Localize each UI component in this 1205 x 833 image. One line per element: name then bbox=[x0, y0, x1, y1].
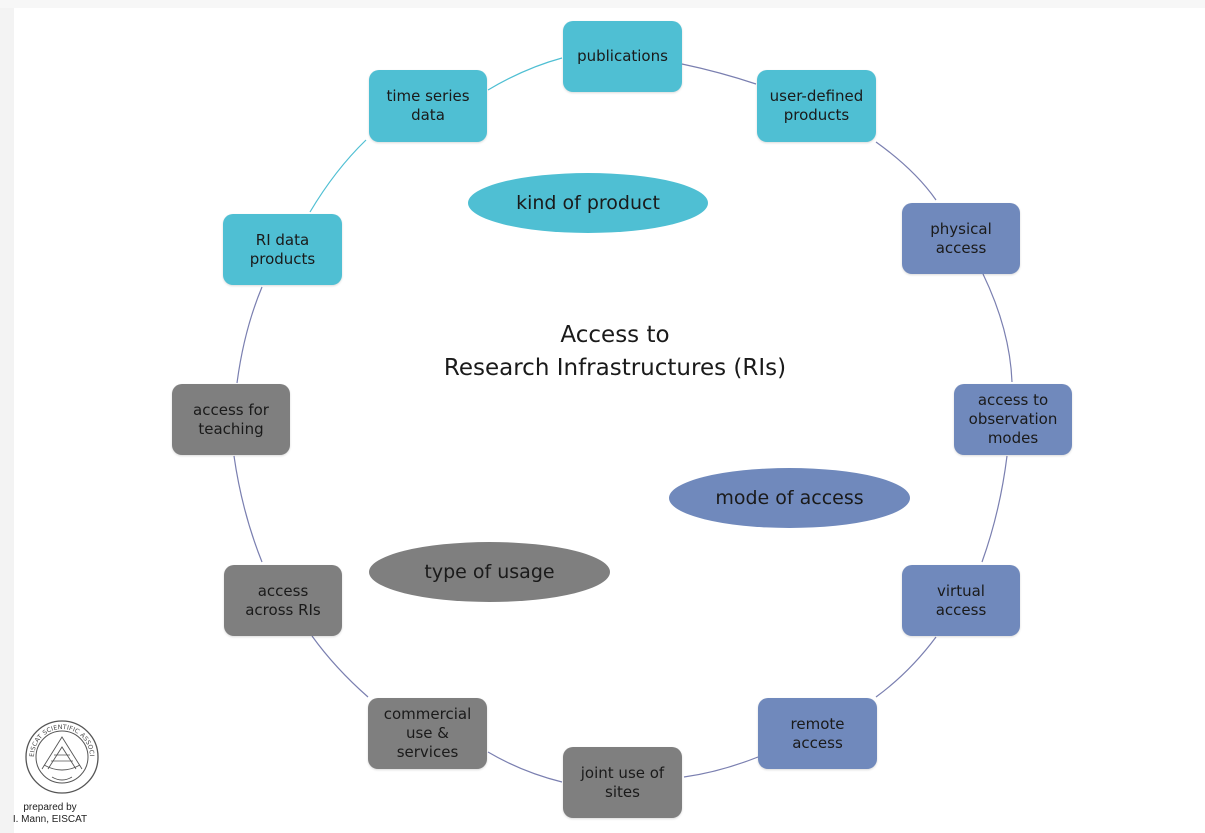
connector-virtual-remote bbox=[875, 636, 937, 698]
category-mode-of-access[interactable]: mode of access bbox=[669, 468, 910, 528]
node-time-series-data[interactable]: time series data bbox=[369, 70, 487, 142]
connector-remote-joint bbox=[683, 756, 759, 778]
node-virtual-access[interactable]: virtual access bbox=[902, 565, 1020, 636]
credit-line-2: I. Mann, EISCAT bbox=[12, 814, 88, 825]
diagram-title-line-2: Research Infrastructures (RIs) bbox=[443, 355, 787, 381]
node-access-for-teaching[interactable]: access for teaching bbox=[172, 384, 290, 455]
node-publications[interactable]: publications bbox=[563, 21, 682, 92]
node-joint-use-of-sites[interactable]: joint use of sites bbox=[563, 747, 682, 818]
connector-joint-commercial bbox=[487, 751, 563, 783]
eiscat-seal-logo: EISCAT SCIENTIFIC ASSOCIATION bbox=[24, 719, 99, 794]
connector-physical-observation bbox=[982, 273, 1013, 383]
node-access-across-ris[interactable]: access across RIs bbox=[224, 565, 342, 636]
connector-ri-data-time-series bbox=[309, 139, 367, 213]
category-kind-of-product[interactable]: kind of product bbox=[468, 173, 708, 233]
credit-note: prepared by I. Mann, EISCAT bbox=[2, 802, 98, 826]
credit-line-1: prepared by bbox=[23, 802, 77, 813]
category-type-of-usage[interactable]: type of usage bbox=[369, 542, 610, 602]
connector-publications-user-defined bbox=[681, 63, 757, 85]
connector-time-series-publications bbox=[487, 57, 563, 91]
node-remote-access[interactable]: remote access bbox=[758, 698, 877, 769]
node-access-to-observation-modes[interactable]: access to observation modes bbox=[954, 384, 1072, 455]
node-commercial-use-services[interactable]: commercial use & services bbox=[368, 698, 487, 769]
connector-across-teaching bbox=[233, 455, 263, 563]
connector-teaching-ri-data bbox=[236, 286, 263, 384]
node-ri-data-products[interactable]: RI data products bbox=[223, 214, 342, 285]
node-physical-access[interactable]: physical access bbox=[902, 203, 1020, 274]
node-user-defined-products[interactable]: user-defined products bbox=[757, 70, 876, 142]
diagram-title-line-1: Access to bbox=[560, 322, 670, 348]
connector-user-defined-physical bbox=[875, 141, 937, 201]
diagram-title: Access to Research Infrastructures (RIs) bbox=[380, 319, 850, 385]
connector-observation-virtual bbox=[981, 455, 1008, 563]
connector-commercial-across bbox=[311, 635, 369, 698]
